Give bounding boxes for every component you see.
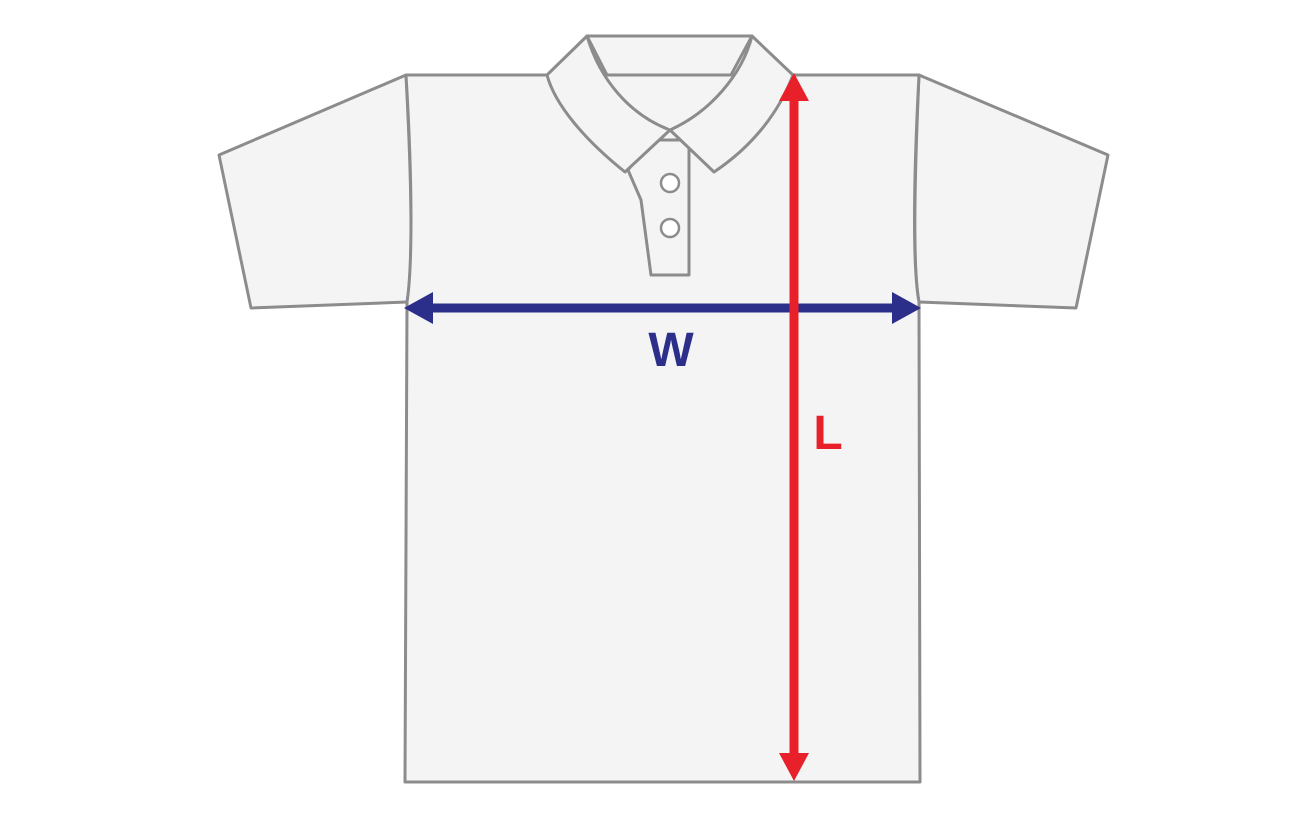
- width-arrow: [404, 292, 921, 324]
- button-top: [659, 172, 681, 194]
- button-bottom: [659, 217, 681, 239]
- left-sleeve: [217, 73, 413, 310]
- length-label: L: [813, 407, 842, 460]
- length-arrow: [779, 73, 809, 781]
- collar-back-band: [585, 34, 754, 77]
- collar-left-wing: [545, 34, 672, 174]
- width-label: W: [648, 324, 694, 377]
- right-sleeve: [913, 73, 1110, 310]
- collar-right-wing: [668, 34, 795, 174]
